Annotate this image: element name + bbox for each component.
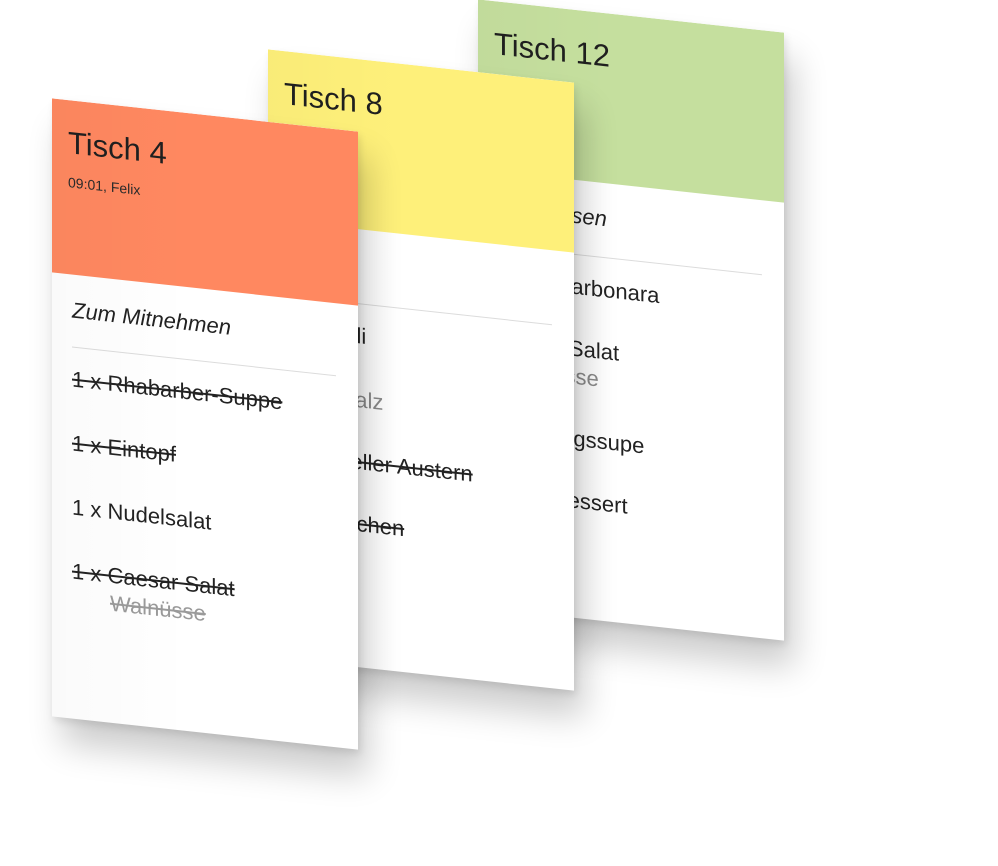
card-header: Tisch 4 09:01, Felix — [52, 98, 358, 306]
order-items: 1 x Rhabarber-Suppe 1 x Eintopf 1 x Nude… — [72, 366, 336, 643]
order-item-text: 1 x Rhabarber-Suppe — [72, 366, 283, 415]
order-item[interactable]: 1 x Eintopf — [72, 430, 336, 487]
order-item-text: 1 x Eintopf — [72, 430, 176, 467]
order-item-text: 1 x Nudelsalat — [72, 494, 212, 535]
card-note: Zum Mitnehmen — [72, 297, 231, 340]
order-item[interactable]: 1 x Caesar Salat Walnüsse — [72, 558, 336, 643]
order-item[interactable]: 1 x Nudelsalat — [72, 494, 336, 551]
order-item[interactable]: 1 x Rhabarber-Suppe — [72, 366, 336, 423]
card-body: Zum Mitnehmen 1 x Rhabarber-Suppe 1 x Ei… — [52, 272, 358, 644]
order-card-tisch-4[interactable]: Tisch 4 09:01, Felix Zum Mitnehmen 1 x R… — [52, 98, 358, 750]
